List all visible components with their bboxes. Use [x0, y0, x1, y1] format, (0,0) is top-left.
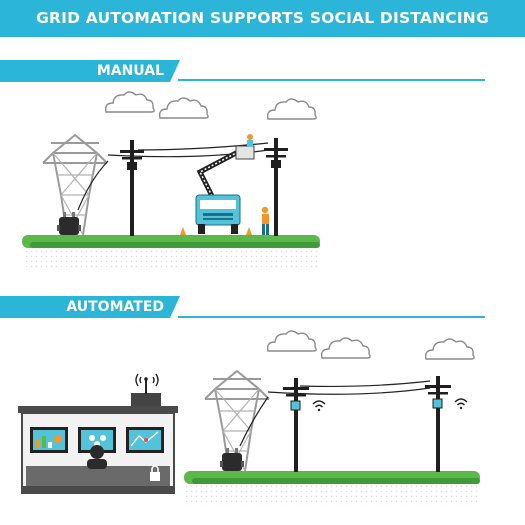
utility-pole-icon	[120, 140, 144, 236]
lock-icon	[150, 465, 160, 481]
wifi-signal-icon	[454, 398, 468, 410]
soil	[184, 484, 480, 506]
manual-scene	[22, 91, 320, 268]
cloud-icon	[424, 338, 475, 360]
soil	[22, 248, 320, 268]
operator-icon	[87, 445, 107, 469]
utility-pole-icon	[425, 376, 451, 472]
monitor-icon	[126, 427, 164, 453]
cloud-icon	[266, 330, 317, 352]
section-tag-manual: MANUAL	[0, 60, 180, 82]
traffic-cone-icon	[180, 227, 186, 235]
cloud-icon	[104, 91, 155, 113]
worker-icon	[261, 206, 269, 235]
bucket-truck-icon	[195, 145, 255, 234]
utility-pole-icon	[264, 138, 288, 236]
monitor-icon	[78, 427, 116, 453]
antenna-icon	[145, 380, 147, 394]
smart-switch-icon	[432, 398, 443, 409]
cloud-icon	[320, 337, 371, 359]
utility-pole-icon	[283, 378, 309, 472]
section-divider-automated	[178, 316, 485, 318]
section-label-manual: MANUAL	[96, 63, 164, 79]
section-label-automated: AUTOMATED	[66, 299, 164, 315]
traffic-cone-icon	[246, 227, 252, 235]
page-title: GRID AUTOMATION SUPPORTS SOCIAL DISTANCI…	[36, 9, 489, 27]
cloud-icon	[266, 98, 317, 120]
automated-scene	[18, 330, 480, 506]
title-banner: GRID AUTOMATION SUPPORTS SOCIAL DISTANCI…	[0, 0, 525, 37]
control-center-building	[18, 373, 178, 494]
smart-switch-icon	[290, 400, 301, 411]
wifi-signal-icon	[312, 400, 326, 412]
worker-icon	[247, 134, 253, 147]
monitor-icon	[30, 427, 68, 453]
cloud-icon	[158, 97, 209, 119]
section-divider-manual	[178, 79, 485, 81]
section-tag-automated: AUTOMATED	[0, 296, 180, 318]
